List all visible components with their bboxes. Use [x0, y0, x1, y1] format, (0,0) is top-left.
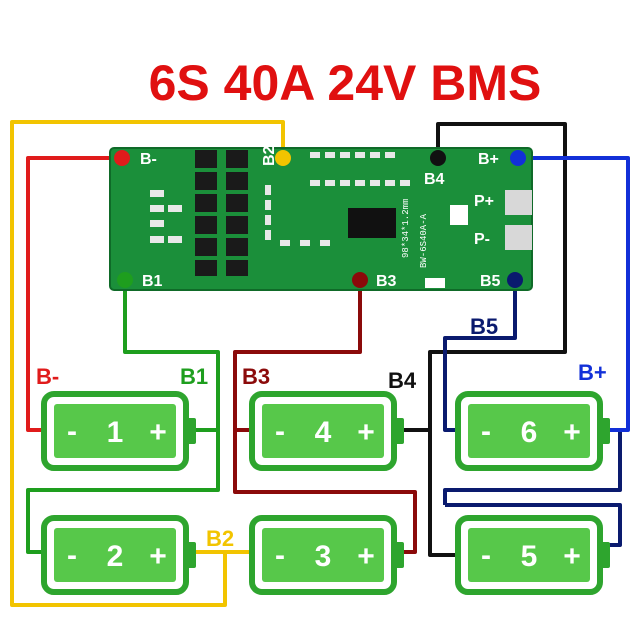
wire-b1-link	[26, 430, 220, 554]
pad-b4	[430, 150, 446, 166]
pad-b-minus	[114, 150, 130, 166]
silk-b2: B2	[261, 145, 278, 166]
cell-4: - 4 +	[249, 391, 404, 471]
mosfet-array	[195, 150, 248, 276]
board-switch	[450, 205, 468, 225]
cell-5: - 5 +	[455, 515, 610, 595]
pad-b3	[352, 272, 368, 288]
cells: - 1 + - 4 + - 6 + - 2 +	[41, 391, 610, 595]
label-b-plus: B+	[578, 360, 607, 385]
bms-ic	[348, 208, 396, 238]
label-b2: B2	[206, 526, 234, 551]
cell-3: - 3 +	[249, 515, 404, 595]
cell-5-neg: -	[481, 539, 491, 572]
diagram-title: 6S 40A 24V BMS	[149, 55, 542, 111]
silk-b4: B4	[424, 171, 445, 188]
silk-model: BW-6S40A-A	[419, 213, 429, 268]
pad-b5	[507, 272, 523, 288]
silk-b-minus: B-	[140, 151, 157, 168]
label-b1: B1	[180, 364, 208, 389]
p-plus-pad	[505, 190, 532, 215]
wire-b1	[123, 280, 220, 432]
cell-1-neg: -	[67, 415, 77, 448]
cell-1-pos: +	[149, 416, 167, 449]
silk-p-minus: P-	[474, 231, 490, 248]
pad-b1	[117, 272, 133, 288]
p-minus-pad	[505, 225, 532, 250]
cell-1-number: 1	[107, 416, 124, 449]
wire-b5	[443, 280, 517, 432]
cell-3-neg: -	[275, 539, 285, 572]
silk-p-plus: P+	[474, 193, 494, 210]
wire-b-minus	[26, 156, 122, 432]
bms-board: B- B1 B2 B3 B4 B5 B+ P+ P- 98*34*1.2mm B…	[109, 145, 533, 291]
cell-1: - 1 +	[41, 391, 196, 471]
cell-3-pos: +	[357, 540, 375, 573]
wire-labels: B- B1 B2 B3 B4 B5 B+	[36, 314, 607, 551]
cell-5-number: 5	[521, 540, 538, 573]
wire-b2	[10, 120, 285, 607]
label-b4: B4	[388, 368, 417, 393]
cell-4-pos: +	[357, 416, 375, 449]
wire-b-plus	[518, 156, 630, 432]
board-connector	[425, 278, 445, 288]
cell-5-pos: +	[563, 540, 581, 573]
cell-6-neg: -	[481, 415, 491, 448]
cell-3-number: 3	[315, 540, 332, 573]
silk-b1: B1	[142, 273, 163, 290]
wire-b4-link	[428, 430, 462, 557]
cell-2-neg: -	[67, 539, 77, 572]
cell-4-number: 4	[315, 416, 332, 449]
label-b-minus: B-	[36, 364, 59, 389]
label-b5: B5	[470, 314, 498, 339]
resistors	[150, 152, 410, 246]
wires	[10, 120, 630, 607]
cell-6-number: 6	[521, 416, 538, 449]
pad-b-plus	[510, 150, 526, 166]
wire-b3-link	[233, 430, 417, 554]
cell-2: - 2 +	[41, 515, 196, 595]
cell-6-pos: +	[563, 416, 581, 449]
silk-b-plus: B+	[478, 151, 499, 168]
wire-b3	[233, 280, 362, 432]
silk-b3: B3	[376, 273, 397, 290]
pad-b2	[275, 150, 291, 166]
cell-2-number: 2	[107, 540, 124, 573]
label-b3: B3	[242, 364, 270, 389]
silk-b5: B5	[480, 273, 501, 290]
cell-2-pos: +	[149, 540, 167, 573]
cell-4-neg: -	[275, 415, 285, 448]
silk-dimensions: 98*34*1.2mm	[401, 199, 411, 258]
cell-6: - 6 +	[455, 391, 610, 471]
